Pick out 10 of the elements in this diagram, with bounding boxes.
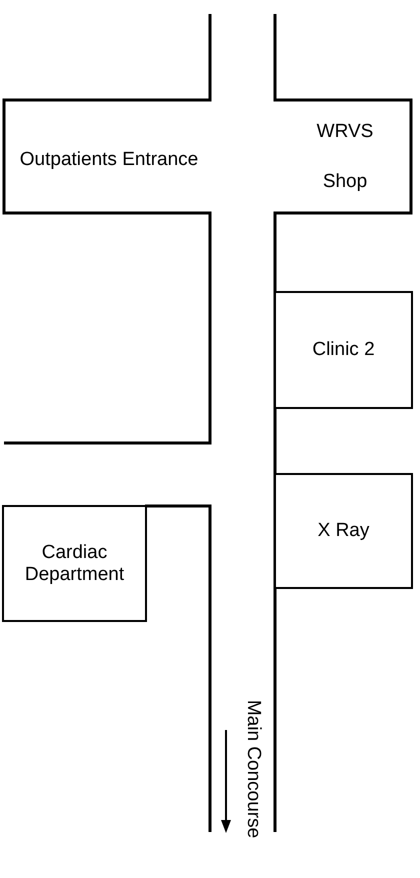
room-box	[274, 473, 413, 589]
corridor-label: Main Concourse	[242, 700, 264, 838]
area-label: WRVS	[316, 120, 374, 142]
area-label: Shop	[322, 170, 368, 192]
room-name: Cardiac Department	[24, 542, 126, 586]
room-name: X Ray	[318, 520, 370, 542]
area-label: Outpatients Entrance	[20, 149, 198, 171]
room-box	[2, 505, 147, 622]
room-name: Clinic 2	[312, 339, 375, 361]
room-box	[274, 291, 413, 409]
